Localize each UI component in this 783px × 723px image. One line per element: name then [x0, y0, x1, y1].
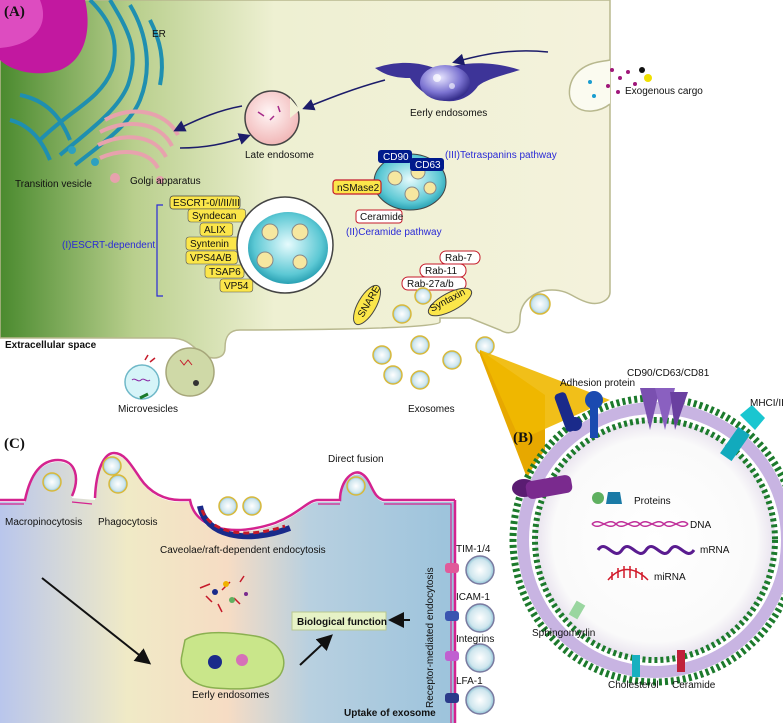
- proteins-label: Proteins: [634, 496, 671, 507]
- panel-c-label: (C): [4, 436, 25, 452]
- exosomes-label: Exosomes: [408, 404, 455, 415]
- escrt-mvb-icon: [236, 196, 334, 294]
- escrt-protein-label: TSAP6: [209, 267, 241, 278]
- mrna-label: mRNA: [700, 545, 730, 556]
- er-label: ER: [152, 29, 166, 40]
- rab-label: Rab-27a/b: [407, 279, 454, 290]
- mrna-icon: [596, 545, 696, 555]
- cargo-release-icon: [199, 575, 248, 613]
- uptake-label: Uptake of exosome: [344, 708, 436, 719]
- lfa-label: LFA-1: [456, 676, 483, 687]
- panel-b-label: (B): [513, 430, 533, 446]
- panel-c: Direct fusion Macropinocytosis Phagocyto…: [0, 451, 495, 723]
- early-endosome-c-icon: [180, 631, 285, 690]
- direct-fusion-label: Direct fusion: [328, 454, 384, 465]
- panel-a: ER Transition vesicle Golgi apparatus La…: [0, 0, 703, 415]
- tetraspanins-pathway-label: (III)Tetraspanins pathway: [445, 150, 557, 161]
- dna-label: DNA: [690, 520, 711, 531]
- macropinocytosis-label: Macropinocytosis: [5, 517, 82, 528]
- nsmase2-pill: nSMase2: [337, 183, 380, 194]
- biological-function-label: Biological function: [297, 617, 387, 628]
- escrt-complex-pill: ESCRT-0/I/II/III: [173, 198, 240, 209]
- escrt-protein-label: Syndecan: [192, 211, 236, 222]
- cd63-pill: CD63: [415, 160, 441, 171]
- escrt-protein-pill: [199, 222, 234, 237]
- escrt-protein-pill: [219, 278, 254, 293]
- mirna-label: miRNA: [654, 572, 686, 583]
- adhesion-protein-label: Adhesion protein: [560, 378, 635, 389]
- integrins-label: Integrins: [456, 634, 494, 645]
- endosome-icon: [244, 90, 300, 146]
- tim-label: TIM-1/4: [456, 544, 491, 555]
- rab-label: Rab-7: [445, 253, 473, 264]
- protein-icon: [592, 492, 604, 504]
- exosome-icon: [392, 287, 551, 324]
- transition-vesicle-label: Transition vesicle: [15, 179, 92, 190]
- escrt-protein-label: ALIX: [204, 225, 226, 236]
- rab-label: Rab-11: [425, 266, 457, 277]
- cd-markers-label: CD90/CD63/CD81: [627, 368, 710, 379]
- released-exosomes: [372, 335, 495, 390]
- exogenous-cargo-icon: [568, 59, 652, 112]
- early-endosome-icon: [375, 62, 520, 102]
- microvesicles-label: Microvesicles: [118, 404, 178, 415]
- phagocytosis-label: Phagocytosis: [98, 517, 157, 528]
- rab-pill: [401, 276, 467, 291]
- escrt-protein-label: VP54: [224, 281, 249, 292]
- adhesion-protein-icon: [554, 391, 603, 438]
- cd90-pill: CD90: [383, 152, 409, 163]
- cd-marker-icon: [640, 388, 688, 430]
- cholesterol-label: Cholesterol: [608, 680, 659, 691]
- panel-b: Adhesion protein CD90/CD63/CD81 MHCI/II …: [480, 350, 783, 691]
- er-icon: [9, 0, 164, 167]
- early-endosomes-c-label: Eerly endosomes: [192, 690, 269, 701]
- escrt-protein-label: Syntenin: [190, 239, 229, 250]
- mhc-icon: [720, 405, 765, 462]
- receptor-mediated-label: Receptor-mediated endocytosis: [425, 567, 436, 708]
- escrt-protein-pill: [185, 250, 238, 265]
- icam-label: ICAM-1: [456, 592, 490, 603]
- ceramide-b-label: Ceramide: [672, 680, 716, 691]
- escrt-dependent-label: (I)ESCRT-dependent: [62, 240, 155, 251]
- escrt-protein-label: VPS4A/B: [190, 253, 232, 264]
- extracellular-space-label: Extracellular space: [5, 340, 97, 351]
- ceramide-pill: Ceramide: [360, 212, 404, 223]
- panel-a-label: (A): [4, 4, 25, 20]
- arrow-icon: [173, 105, 243, 132]
- caveolae-label: Caveolae/raft-dependent endocytosis: [160, 545, 326, 556]
- receptor-icon: [445, 555, 495, 715]
- sphingomyelin-label: Sphingomyrlin: [532, 628, 595, 639]
- purple-receptor-icon: [512, 475, 573, 499]
- ceramide-pathway-label: (II)Ceramide pathway: [346, 227, 442, 238]
- early-endosomes-label: Eerly endosomes: [410, 108, 487, 119]
- late-endosome-label: Late endosome: [245, 150, 314, 161]
- golgi-label: Golgi apparatus: [130, 176, 201, 187]
- mhc-label: MHCI/II: [750, 398, 783, 409]
- lipid-raft-icons: [568, 600, 685, 677]
- caveolae-icon: [197, 505, 292, 540]
- escrt-protein-pill: [204, 264, 245, 279]
- exogenous-cargo-label: Exogenous cargo: [625, 86, 703, 97]
- microvesicle-icon: [124, 347, 215, 400]
- mirna-icon: [607, 566, 649, 581]
- escrt-protein-pill: [187, 208, 246, 223]
